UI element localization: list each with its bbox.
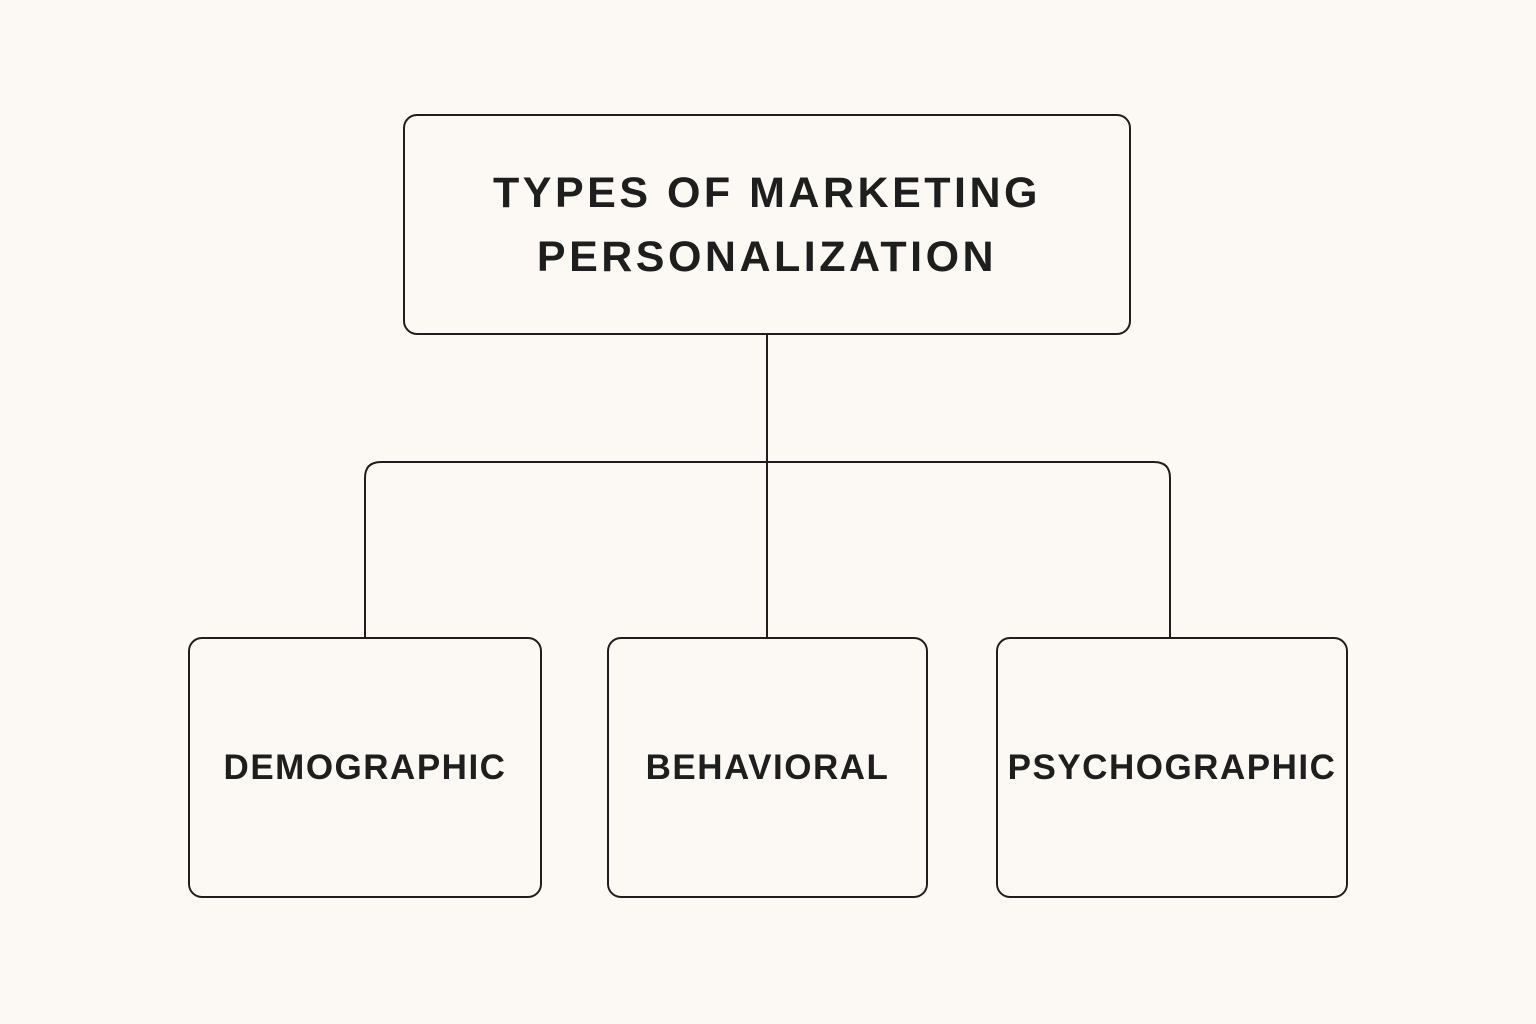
child-label-behavioral: BEHAVIORAL <box>645 747 890 787</box>
root-title-line-1: TYPES OF MARKETING <box>493 168 1041 217</box>
child-label-psychographic: PSYCHOGRAPHIC <box>1007 747 1337 787</box>
branch-connector <box>364 461 1171 637</box>
child-node-behavioral: BEHAVIORAL <box>607 637 928 898</box>
root-title: TYPES OF MARKETING PERSONALIZATION <box>493 161 1041 289</box>
child-node-demographic: DEMOGRAPHIC <box>188 637 542 898</box>
child-node-psychographic: PSYCHOGRAPHIC <box>996 637 1348 898</box>
root-node: TYPES OF MARKETING PERSONALIZATION <box>403 114 1131 335</box>
child-label-demographic: DEMOGRAPHIC <box>223 747 507 787</box>
root-title-line-2: PERSONALIZATION <box>536 232 998 281</box>
